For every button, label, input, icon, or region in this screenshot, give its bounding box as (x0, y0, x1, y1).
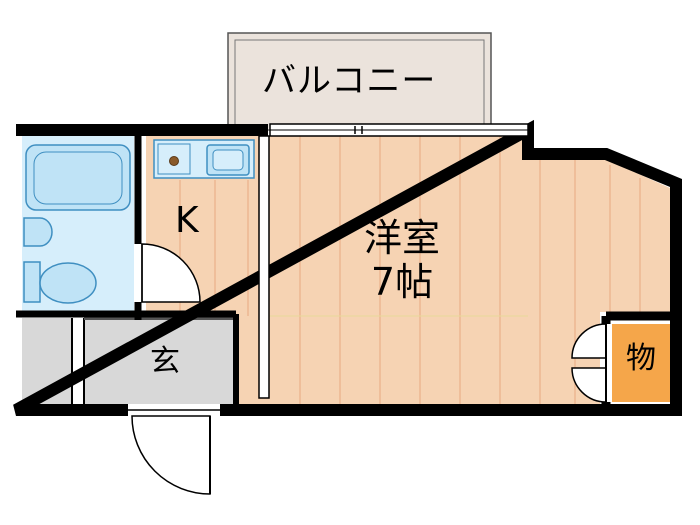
kitchen-counter (153, 139, 255, 179)
western-room-label: 洋室 7帖 (364, 216, 440, 304)
entrance-door (128, 404, 220, 495)
bathroom (22, 136, 134, 314)
balcony-window (269, 123, 529, 137)
storage-doors (571, 323, 612, 403)
entrance-label: 玄 (150, 344, 180, 379)
kitchen-label: K (175, 200, 199, 241)
balcony (227, 32, 492, 131)
bathroom-door (136, 243, 201, 303)
storage-floor (612, 324, 672, 402)
kitchen-partition (258, 135, 270, 399)
western-room-name: 洋室 (364, 216, 441, 260)
balcony-label: バルコニー (262, 61, 437, 101)
western-room-floor (228, 136, 670, 408)
storage-label: 物 (626, 341, 656, 376)
western-room-size: 7帖 (370, 260, 434, 304)
